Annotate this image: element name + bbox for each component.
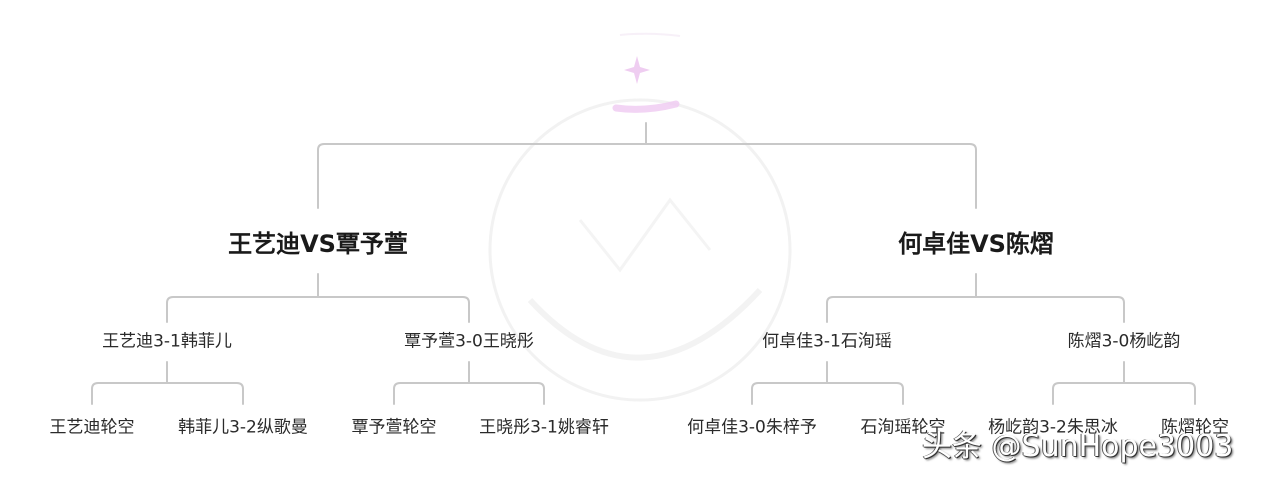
round1-result: 韩菲儿3-2纵歌曼 <box>178 417 308 438</box>
round1-result: 陈熠轮空 <box>1161 417 1229 438</box>
round1-result: 杨屹韵3-2朱思冰 <box>988 417 1118 438</box>
round1-result: 王晓彤3-1姚睿轩 <box>479 417 609 438</box>
watermark-text: 头条 @SunHope3003 <box>922 429 1234 464</box>
quarterfinal-result: 何卓佳3-1石洵瑶 <box>762 331 892 352</box>
round1-result: 石洵瑶轮空 <box>860 417 946 438</box>
semifinal-match-left: 王艺迪VS覃予萱 <box>228 230 408 258</box>
semifinal-match-right: 何卓佳VS陈熠 <box>898 230 1054 258</box>
round1-result: 覃予萱轮空 <box>351 417 437 438</box>
quarterfinal-result: 覃予萱3-0王晓彤 <box>404 331 534 352</box>
sparkle-logo-icon <box>612 32 681 113</box>
round1-result: 王艺迪轮空 <box>49 417 135 438</box>
round1-result: 何卓佳3-0朱梓予 <box>687 417 817 438</box>
quarterfinal-result: 王艺迪3-1韩菲儿 <box>102 331 232 352</box>
quarterfinal-result: 陈熠3-0杨屹韵 <box>1067 331 1181 352</box>
